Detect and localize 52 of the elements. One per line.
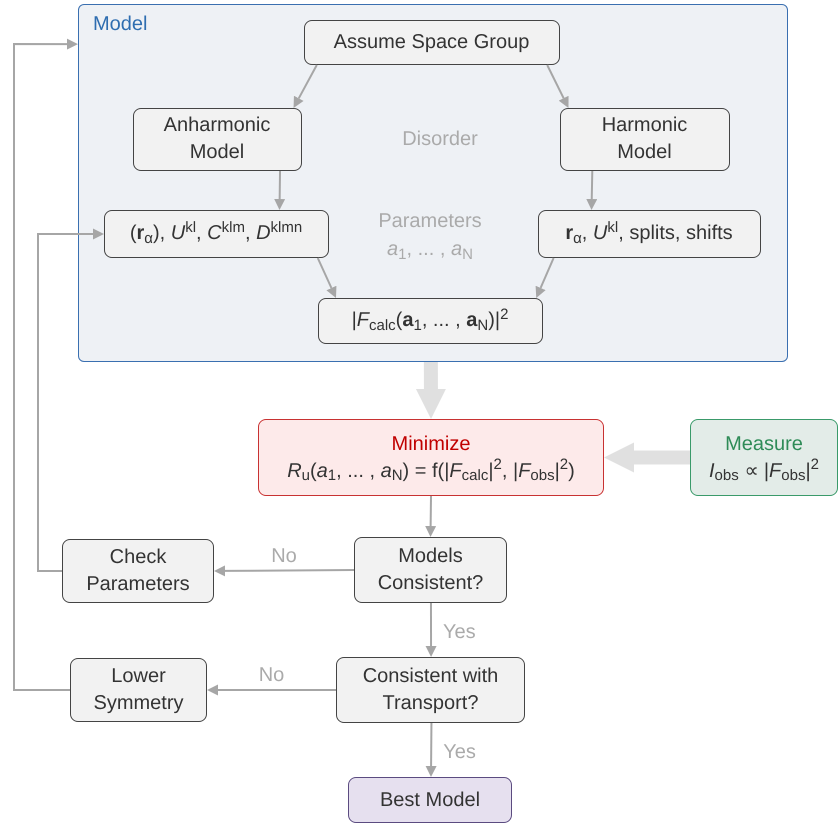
box-text: r$_{α}$, U$^{kl}$, splits, shifts	[564, 220, 734, 247]
process-box	[336, 657, 525, 723]
box-text: |F$_{calc}$(a$_{1}$, ... , a$_{N}$)|$^{2}$	[350, 307, 510, 334]
model-panel	[78, 4, 788, 362]
process-box	[538, 210, 760, 258]
annotation-text: Parameters	[377, 209, 483, 234]
arrow	[294, 64, 318, 108]
annotation-text: a$_{1}$, ... , a$_{N}$	[386, 237, 474, 264]
measure-box	[690, 419, 838, 496]
edge-label: No	[258, 663, 286, 688]
arrow	[274, 170, 286, 210]
box-text: Best Model	[378, 788, 482, 812]
process-box	[318, 298, 542, 344]
arrow	[546, 64, 569, 108]
block-arrow	[604, 442, 690, 472]
process-box	[62, 539, 214, 603]
arrow	[214, 565, 354, 576]
box-text: R$_{u}$(a$_{1}$, ... , a$_{N}$) = f(|F$_{calc}$|$^{2}$, |F$_{obs}$|$^{2}$)	[286, 458, 576, 484]
arrow	[586, 170, 598, 210]
process-box	[560, 108, 730, 170]
box-text: Anharmonic Model	[162, 113, 272, 165]
process-box	[104, 210, 328, 258]
box-heading: Measure	[724, 432, 804, 456]
box-text: Assume Space Group	[332, 30, 530, 54]
arrow	[207, 684, 336, 696]
box-text: Harmonic Model	[600, 113, 688, 165]
box-text: Lower Symmetry	[92, 664, 184, 716]
process-box	[304, 20, 560, 64]
edge-label: Yes	[443, 620, 476, 645]
process-box	[132, 108, 302, 170]
box-text: (r$_{α}$), U$^{kl}$, C$^{klm}$, D$^{klmn}$	[128, 220, 304, 247]
edge-label: Yes	[443, 740, 476, 765]
arrow	[426, 722, 437, 777]
edge-label: No	[270, 544, 298, 568]
arrow	[13, 38, 78, 691]
arrow	[426, 603, 437, 657]
arrow	[425, 496, 436, 537]
panel-title: Model	[93, 12, 148, 37]
result-box	[348, 777, 512, 823]
arrow	[37, 228, 104, 572]
minimize-box	[258, 419, 604, 496]
block-arrow	[416, 362, 446, 419]
arrow	[316, 258, 336, 298]
arrow	[536, 258, 555, 298]
process-box	[70, 658, 207, 722]
box-text: Check Parameters	[85, 545, 191, 597]
annotation-text: Disorder	[401, 127, 479, 152]
process-box	[354, 537, 507, 603]
box-text: Consistent with Transport?	[362, 664, 500, 716]
box-heading: Minimize	[390, 432, 472, 456]
box-text: I$_{obs}$ ∝ |F$_{obs}$|$^{2}$	[708, 458, 820, 484]
box-text: Models Consistent?	[376, 544, 484, 596]
